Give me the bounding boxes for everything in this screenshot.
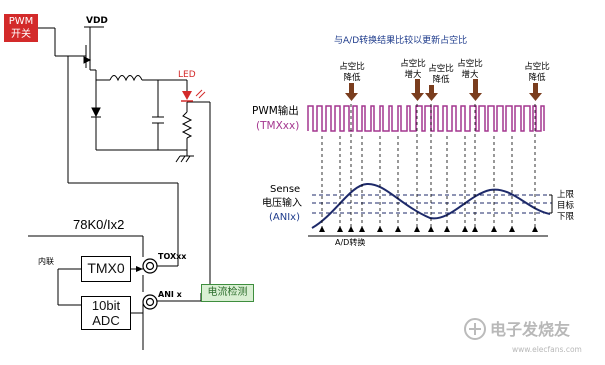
annotation-4-line1: 占空比 (457, 58, 483, 69)
arrow-3 (425, 85, 438, 101)
led-diode (181, 89, 206, 102)
tox-pin-label: TOXxx (158, 252, 187, 261)
switch-label: 开关 (11, 29, 31, 40)
annotation-5-line2: 降低 (528, 72, 546, 83)
threshold-bracket (549, 194, 553, 214)
duty-annotations: 占空比 降低 占空比 增大 占空比 降低 占空比 增大 占空比 降低 (339, 58, 550, 85)
annotation-4-line2: 增大 (461, 69, 479, 80)
pwm-label: PWM (8, 16, 34, 27)
sense-pin-label: (ANIx) (269, 212, 300, 223)
internal-label: 内联 (38, 256, 54, 266)
annotation-5-line1: 占空比 (524, 61, 550, 72)
tmx0-block: TMX0 (81, 256, 131, 282)
arrow-2 (411, 79, 424, 101)
annotation-2-line1: 占空比 (400, 58, 426, 69)
ani-pin-label: ANI x (158, 290, 183, 299)
current-detect-box: 电流检测 (201, 284, 254, 302)
led-label: LED (178, 70, 196, 80)
watermark-url: www.elecfans.com (512, 345, 582, 354)
sense-curve (311, 182, 551, 229)
adc-block: 10bit ADC (81, 296, 131, 330)
duty-update-arrows (345, 79, 542, 101)
arrow-5 (529, 83, 542, 101)
sampling-guide-lines (321, 104, 536, 232)
lower-limit-label: 下限 (557, 212, 575, 222)
pwm-output-label: PWM输出 (252, 104, 299, 117)
watermark: 电子发烧友 www.elecfans.com (464, 318, 582, 354)
pwm-waveform (307, 105, 545, 132)
tmx-to-pin-arrow (136, 266, 143, 272)
watermark-brand: 电子发烧友 (490, 320, 571, 339)
adc-label-line1: 10bit (91, 298, 121, 313)
target-label: 目标 (557, 200, 575, 211)
pwm-switch-box: PWM 开关 (4, 14, 38, 42)
ani-pin-circle (142, 294, 158, 310)
annotation-2-line2: 增大 (404, 69, 422, 80)
upper-limit-label: 上限 (557, 190, 575, 200)
waveform-title: 与A/D转换结果比较以更新占空比 (334, 34, 467, 46)
sampling-arrowheads (319, 226, 538, 232)
ad-conversion-label: A/D转换 (335, 237, 365, 247)
watermark-logo-icon (464, 318, 486, 340)
pwm-output-pin-label: (TMXxx) (256, 120, 299, 132)
annotation-3-line1: 占空比 (428, 63, 454, 74)
sense-label: Sense (270, 184, 300, 195)
adc-label-line2: ADC (92, 313, 120, 328)
power-circuit (28, 26, 211, 350)
annotation-1-line1: 占空比 (339, 61, 365, 72)
vdd-label: VDD (86, 16, 108, 26)
arrow-4 (469, 79, 482, 101)
arrow-1 (345, 83, 358, 101)
annotation-1-line2: 降低 (343, 72, 361, 83)
mcu-label: 78K0/Ix2 (73, 217, 124, 232)
annotation-3-line2: 降低 (432, 74, 450, 85)
tox-pin-circle (142, 258, 158, 274)
sense-voltage-label: 电压输入 (262, 196, 302, 209)
